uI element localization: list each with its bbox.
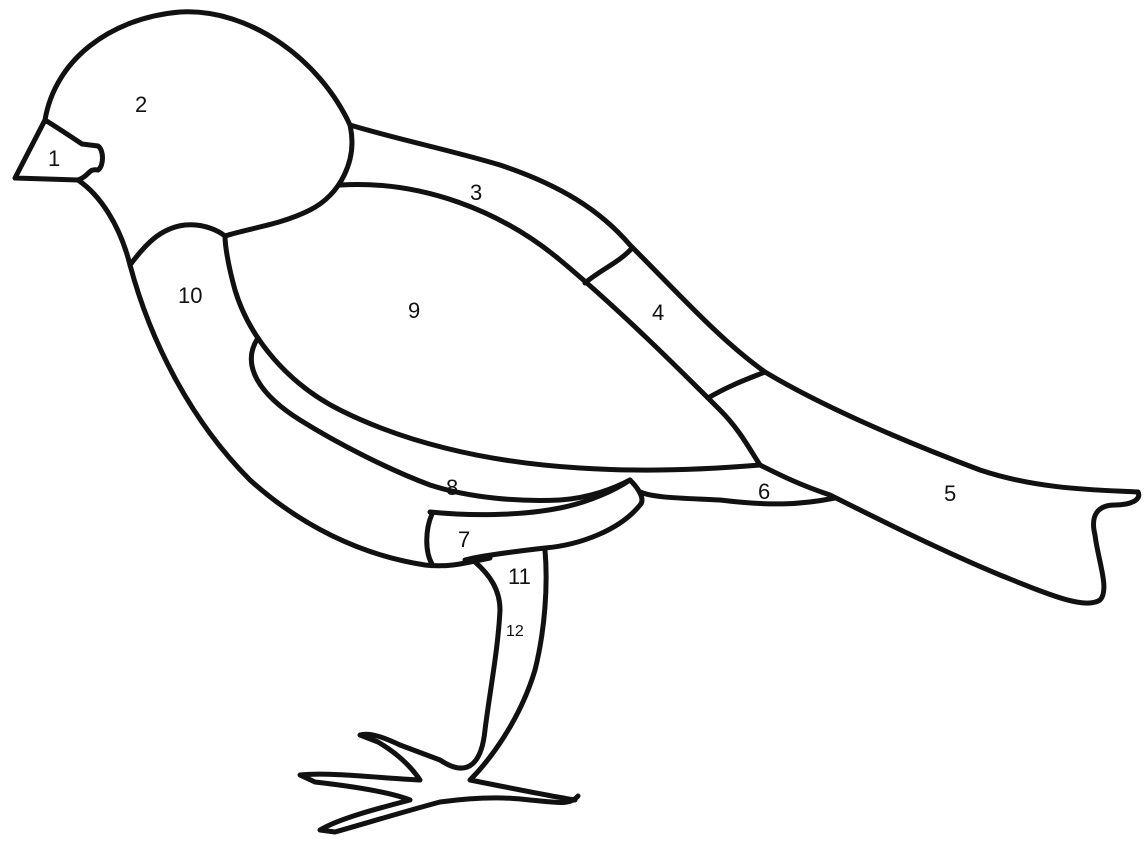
region-label-11: 11 xyxy=(508,564,531,589)
region-label-9: 9 xyxy=(408,298,420,323)
region-label-12: 12 xyxy=(506,623,524,640)
region-label-7: 7 xyxy=(458,527,470,552)
region-label-6: 6 xyxy=(758,479,770,504)
region-label-8: 8 xyxy=(446,475,458,500)
region-label-5: 5 xyxy=(944,481,956,506)
region-label-2: 2 xyxy=(135,92,147,117)
region-label-3: 3 xyxy=(470,180,482,205)
region-label-4: 4 xyxy=(652,300,664,325)
region-label-10: 10 xyxy=(178,283,202,308)
region-label-1: 1 xyxy=(48,146,60,171)
